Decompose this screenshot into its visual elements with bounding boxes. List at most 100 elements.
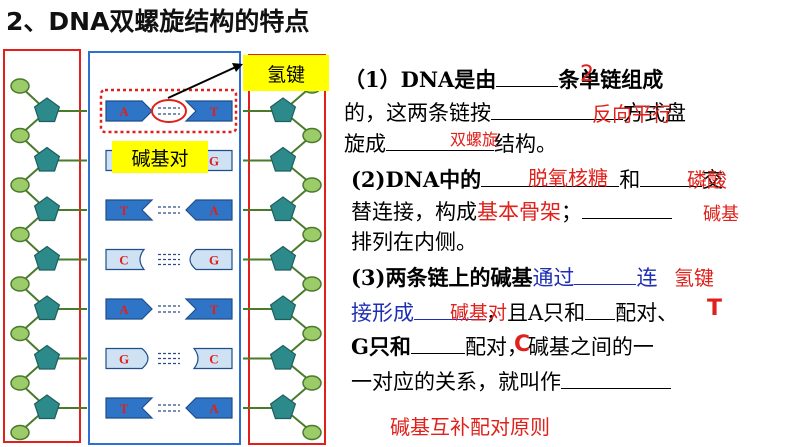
phosphate-icon	[302, 424, 322, 441]
q1-text-c: 的，这两条链按	[344, 101, 491, 125]
q3-blank-T	[585, 299, 616, 320]
base-letter: A	[119, 302, 129, 317]
q2-blank-base	[582, 198, 672, 219]
phosphate-icon	[302, 325, 322, 342]
q3-text-i: 一对应的关系，就叫作	[351, 370, 561, 394]
q1-blank-struct	[386, 130, 494, 151]
base-letter: G	[119, 352, 129, 367]
q3-text-f: 配对、	[615, 301, 679, 325]
q1-text-a: （1）DNA是由	[344, 67, 497, 92]
deoxyribose-icon	[269, 394, 297, 420]
deoxyribose-icon	[33, 196, 61, 222]
q2-answer-backbone: 基本骨架	[477, 200, 561, 224]
phosphate-icon	[10, 424, 30, 441]
page-title: 2、DNA双螺旋结构的特点	[6, 7, 310, 36]
base-pair-label: 碱基对	[112, 141, 208, 173]
q1-answer-dir: 反向平行	[592, 102, 672, 126]
base-letter: A	[119, 104, 129, 119]
q3-text-g: G只和	[351, 334, 411, 359]
base-letter: A	[209, 203, 219, 218]
q3-answer-principle: 碱基互补配对原则	[390, 415, 550, 439]
phosphate-icon	[302, 127, 322, 144]
base-letter: T	[120, 401, 129, 416]
q3-blank-principle	[561, 368, 671, 389]
base-letter: T	[120, 203, 129, 218]
deoxyribose-icon	[33, 344, 61, 370]
phosphate-icon	[10, 276, 30, 292]
phosphate-icon	[10, 226, 30, 243]
phosphate-icon	[302, 276, 322, 292]
q3-answer-C: C	[514, 332, 531, 357]
q1-text-f: 结构。	[494, 132, 557, 156]
q2-text-d: 替连接，构成	[351, 200, 477, 224]
deoxyribose-icon	[269, 146, 297, 172]
q3-blank-hbond	[574, 264, 637, 285]
base-a-shape	[185, 199, 233, 221]
base-a-shape	[105, 298, 153, 320]
base-letter: G	[209, 253, 219, 268]
phosphate-icon	[302, 226, 322, 243]
deoxyribose-icon	[33, 394, 61, 420]
deoxyribose-icon	[33, 97, 61, 123]
phosphate-icon	[10, 78, 30, 94]
base-t-shape	[184, 100, 233, 122]
base-letter: C	[209, 352, 218, 367]
base-letter: A	[209, 401, 219, 416]
base-pair-frame	[88, 51, 241, 445]
deoxyribose-icon	[33, 146, 61, 172]
q1-text-b: 条单链组成	[558, 67, 664, 92]
q2-line2: 替连接，构成基本骨架；	[351, 198, 672, 225]
q2-answer-base: 碱基	[703, 204, 739, 225]
dna-diagram: ATCGTACGATGCTA	[3, 49, 326, 445]
q3-text-a: (3)两条链上的碱基	[351, 265, 533, 290]
base-g-shape	[105, 347, 149, 370]
q2-text-b: 和	[619, 168, 641, 192]
deoxyribose-icon	[33, 295, 61, 321]
q2-line3: 排列在内侧。	[351, 230, 477, 254]
deoxyribose-icon	[269, 97, 297, 123]
q3-blank-C	[410, 333, 465, 354]
q1-text-d: 方式盘	[623, 101, 686, 125]
q3-line3: G只和配对，碱基之间的一	[351, 333, 654, 360]
q1-blank-num	[496, 66, 559, 87]
left-backbone	[10, 78, 87, 441]
base-t-shape	[184, 298, 233, 320]
q2-line1: (2)DNA中的和交	[351, 166, 723, 193]
base-a-shape	[185, 397, 233, 419]
base-c-shape	[105, 248, 146, 271]
base-t-shape	[105, 199, 154, 221]
left-strand-frame	[3, 49, 81, 443]
q2-answer-sugar: 脱氧核糖	[528, 166, 608, 190]
phosphate-icon	[302, 375, 322, 391]
q3-line1: (3)两条链上的碱基通过连	[351, 264, 657, 291]
phosphate-icon	[10, 325, 30, 342]
base-letter: C	[119, 253, 128, 268]
q3-answer-T: T	[707, 296, 723, 321]
highlight-dashed-box	[99, 88, 238, 134]
q1-answer-struct: 双螺旋	[450, 130, 499, 149]
deoxyribose-icon	[269, 344, 297, 370]
deoxyribose-icon	[269, 196, 297, 222]
q1-answer-num: 2	[580, 62, 594, 87]
q2-blank-sugar	[481, 166, 620, 187]
base-letter: T	[210, 302, 219, 317]
q1-text-e: 旋成	[344, 132, 386, 156]
q1-line1: （1）DNA是由 条单链组成	[344, 66, 663, 93]
q3-line2: 接形成，且A只和配对、	[351, 299, 678, 326]
phosphate-icon	[10, 177, 30, 193]
q3-blank-pair	[414, 299, 486, 320]
q3-text-e: ，且A只和	[486, 301, 586, 325]
phosphate-icon	[10, 375, 30, 391]
deoxyribose-icon	[269, 245, 297, 271]
q2-answer-phos: 磷酸	[687, 168, 727, 192]
base-letter: T	[210, 104, 219, 119]
q2-text-e: ；	[561, 200, 582, 224]
q2-text-c: 交	[702, 168, 724, 192]
q1-line3: 旋成 结构。	[344, 130, 557, 157]
q3-text-b: 通过	[532, 266, 575, 290]
arrow-head-icon	[232, 63, 243, 72]
deoxyribose-icon	[269, 295, 297, 321]
